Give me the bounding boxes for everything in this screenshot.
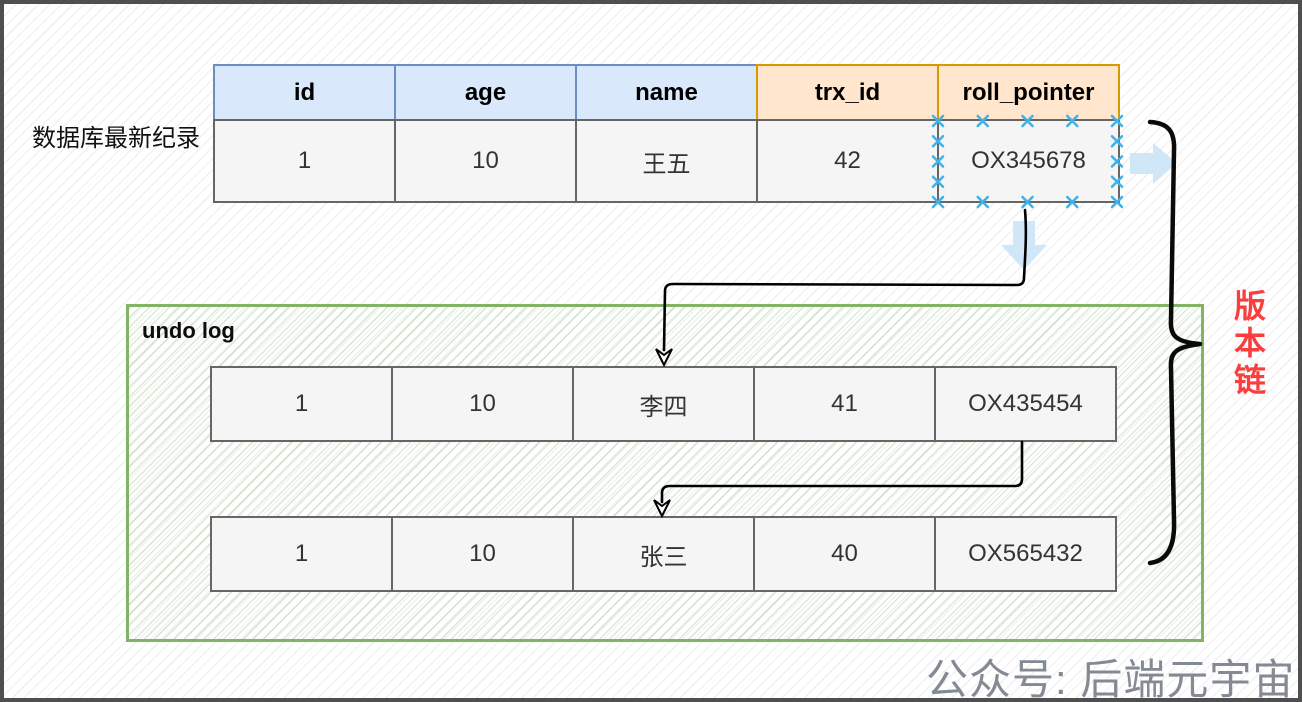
main-table-header-row: id age name trx_id roll_pointer	[213, 64, 1120, 121]
latest-record-label: 数据库最新纪录	[32, 125, 200, 152]
header-cell-id: id	[213, 64, 396, 121]
undo2-cell-age: 10	[391, 516, 574, 592]
header-cell-age: age	[394, 64, 577, 121]
cell-name: 王五	[575, 119, 758, 203]
header-cell-trx-id: trx_id	[756, 64, 939, 121]
cell-age: 10	[394, 119, 577, 203]
undo1-cell-age: 10	[391, 366, 574, 442]
undo-row-1: 1 10 李四 41 OX435454	[210, 366, 1117, 442]
undo2-cell-trx-id: 40	[753, 516, 936, 592]
watermark-text: 公众号: 后端元宇宙	[926, 656, 1296, 702]
undo1-cell-name: 李四	[572, 366, 755, 442]
undo-row-2: 1 10 张三 40 OX565432	[210, 516, 1117, 592]
main-table-data-row: 1 10 王五 42 OX345678	[213, 119, 1120, 203]
undo1-cell-roll-pointer: OX435454	[934, 366, 1117, 442]
header-cell-name: name	[575, 64, 758, 121]
undo2-cell-id: 1	[210, 516, 393, 592]
cell-roll-pointer: OX345678	[937, 119, 1120, 203]
pale-blue-right-arrow-icon	[1130, 143, 1177, 184]
undo2-cell-roll-pointer: OX565432	[934, 516, 1117, 592]
version-chain-label: 版本链	[1230, 289, 1266, 400]
main-table: id age name trx_id roll_pointer 1 10 王五 …	[213, 64, 1120, 203]
pale-blue-down-arrow-icon	[1001, 221, 1047, 270]
undo2-cell-name: 张三	[572, 516, 755, 592]
undo1-cell-trx-id: 41	[753, 366, 936, 442]
header-cell-roll-pointer: roll_pointer	[937, 64, 1120, 121]
cell-trx-id: 42	[756, 119, 939, 203]
undo-log-title: undo log	[142, 318, 235, 343]
cell-id: 1	[213, 119, 396, 203]
undo1-cell-id: 1	[210, 366, 393, 442]
